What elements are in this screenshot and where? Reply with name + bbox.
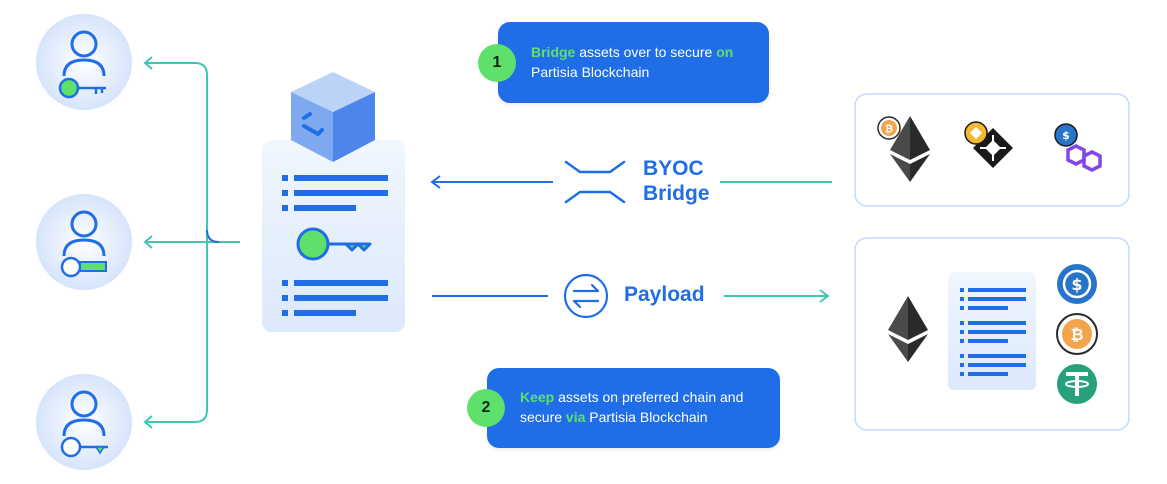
payload-document xyxy=(948,272,1036,390)
callout-text: assets over to secure xyxy=(575,44,717,60)
bitcoin-icon: ₿ xyxy=(1056,313,1098,355)
byoc-bridge-label: BYOC Bridge xyxy=(643,156,710,206)
list-lines-bottom xyxy=(282,280,388,316)
svg-text:$: $ xyxy=(1062,129,1070,142)
key-icon xyxy=(60,256,107,278)
user-connector xyxy=(143,56,240,429)
usd-coin-icon: $ xyxy=(1057,264,1097,304)
swap-icon xyxy=(563,273,609,319)
bridge-icon xyxy=(564,160,626,204)
user-avatar-middle xyxy=(36,194,132,290)
step-number-badge: 1 xyxy=(478,44,516,82)
user-avatar-top xyxy=(36,14,132,110)
callout-highlight: via xyxy=(565,409,586,425)
callout-text: Partisia Blockchain xyxy=(585,409,708,425)
byoc-label-line-2: Bridge xyxy=(643,182,710,205)
ethereum-icon xyxy=(888,296,928,362)
callout-text: Partisia Blockchain xyxy=(531,64,650,80)
callout-text: secure xyxy=(520,409,566,425)
callout-highlight: Keep xyxy=(520,389,555,405)
callout-text: assets on preferred chain and xyxy=(554,389,744,405)
svg-text:₿: ₿ xyxy=(885,123,893,135)
svg-text:₿: ₿ xyxy=(1070,325,1083,344)
callout-highlight: on xyxy=(716,44,734,60)
list-lines-top xyxy=(282,175,388,211)
tether-icon xyxy=(1057,364,1097,404)
step-number-badge: 2 xyxy=(467,389,505,427)
user-icon xyxy=(62,210,106,257)
user-avatar-bottom xyxy=(36,374,132,470)
user-icon xyxy=(62,390,106,437)
byoc-arrow xyxy=(430,175,832,189)
callout-highlight: Bridge xyxy=(531,44,576,60)
payload-label: Payload xyxy=(624,283,705,306)
callout-keep: 2 Keep assets on preferred chain and sec… xyxy=(467,368,780,448)
key-icon xyxy=(60,436,108,458)
key-icon xyxy=(58,77,106,99)
secure-document-card xyxy=(262,140,405,332)
user-icon xyxy=(62,30,106,77)
binance-icon xyxy=(964,121,1013,168)
bitcoin-icon: ₿ xyxy=(877,116,901,140)
payload-arrow xyxy=(432,289,830,303)
key-icon xyxy=(296,227,372,261)
svg-text:$: $ xyxy=(1071,275,1082,294)
polygon-icon: $ xyxy=(1054,123,1102,172)
partisia-cube-icon xyxy=(291,72,375,162)
callout-bridge: 1 Bridge assets over to secure on Partis… xyxy=(478,22,769,103)
ethereum-icon xyxy=(890,116,930,182)
byoc-label-line-1: BYOC xyxy=(643,157,704,180)
